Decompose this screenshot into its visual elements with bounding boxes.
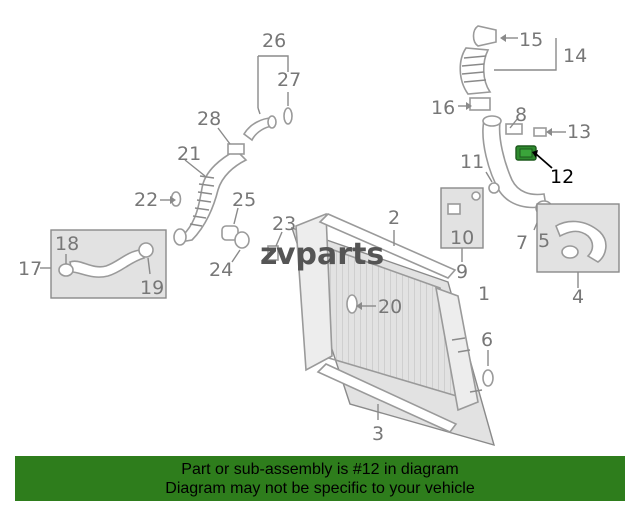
callout-17: 17 (18, 258, 42, 280)
bolt-part-13 (533, 127, 566, 137)
clip-part-11 (485, 171, 500, 194)
callout-16: 16 (431, 97, 455, 119)
clamp-part-20 (346, 294, 376, 314)
callout-14: 14 (563, 45, 587, 67)
hose-kit-box-4 (536, 203, 620, 288)
seal-strip-part-2 (318, 213, 457, 279)
callout-13: 13 (567, 121, 591, 143)
clip-part-22 (160, 191, 182, 207)
callout-4: 4 (572, 286, 584, 308)
callout-27: 27 (277, 69, 301, 91)
callout-26: 26 (262, 30, 286, 52)
callout-20: 20 (378, 296, 402, 318)
callout-19: 19 (140, 277, 164, 299)
hose-part-26 (242, 55, 289, 142)
callout-15: 15 (519, 29, 543, 51)
pipe-part-14 (459, 38, 557, 95)
callout-10: 10 (450, 227, 474, 249)
info-banner: Part or sub-assembly is #12 in diagram D… (15, 456, 625, 501)
callout-7: 7 (516, 232, 528, 254)
banner-line-1: Part or sub-assembly is #12 in diagram (181, 461, 459, 478)
clip-part-23 (267, 231, 283, 261)
callout-5: 5 (538, 230, 550, 252)
ring-part-24 (231, 231, 250, 263)
brand-logo: z vparts (260, 237, 384, 272)
callout-11: 11 (460, 151, 484, 173)
callout-9: 9 (456, 261, 468, 283)
intercooler-part-1 (290, 212, 496, 447)
callout-2: 2 (388, 207, 400, 229)
callout-25: 25 (232, 189, 256, 211)
callout-8: 8 (515, 104, 527, 126)
kit-box-9 (440, 187, 484, 262)
clamp-part-16 (458, 97, 491, 111)
callout-24: 24 (209, 259, 233, 281)
hose-kit-box-17 (40, 229, 167, 299)
clamp-part-6 (482, 350, 494, 387)
banner-line-2: Diagram may not be specific to your vehi… (165, 480, 475, 497)
brand-prefix: z (260, 237, 277, 272)
clamp-part-28 (217, 127, 245, 155)
brand-name: vparts (276, 237, 384, 272)
callout-labels: 1 2 3 4 5 6 7 8 9 10 11 12 13 14 15 16 1… (18, 29, 591, 445)
callout-22: 22 (134, 189, 158, 211)
clamp-part-15 (472, 25, 518, 47)
callout-12: 12 (550, 166, 574, 188)
callout-3: 3 (372, 423, 384, 445)
seal-strip-part-3 (316, 363, 458, 433)
callout-18: 18 (55, 233, 79, 255)
clamp-part-27 (283, 92, 293, 125)
callout-28: 28 (197, 108, 221, 130)
callout-23: 23 (272, 213, 296, 235)
callout-6: 6 (481, 329, 493, 351)
callout-1: 1 (478, 283, 490, 305)
sensor-part-12-highlighted[interactable] (515, 145, 553, 169)
callout-21: 21 (177, 143, 201, 165)
parts-diagram: 1 2 3 4 5 6 7 8 9 10 11 12 13 14 15 16 1… (18, 25, 620, 447)
charge-hose-part-21 (173, 149, 248, 246)
